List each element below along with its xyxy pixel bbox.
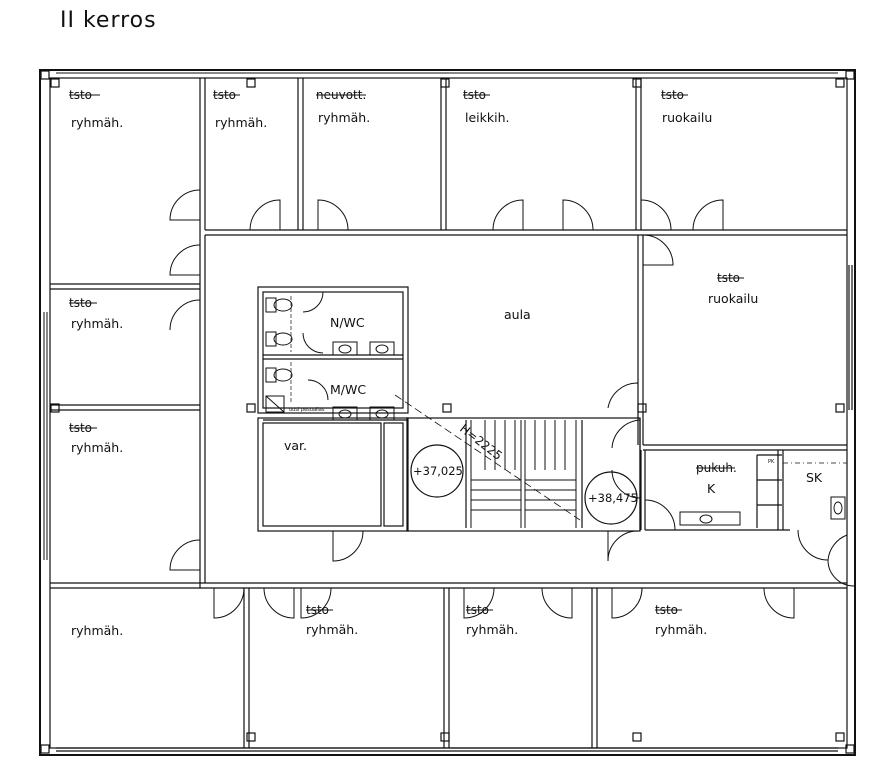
room-r3-old-name: neuvott. (316, 88, 366, 102)
interior-walls (50, 78, 847, 748)
aula-label: aula (504, 307, 531, 322)
columns (40, 70, 855, 754)
room-r8-label: ryhmäh. (71, 440, 123, 455)
elevation-label-1: +37,025 (413, 464, 463, 478)
elevation-marker-1 (410, 444, 464, 498)
m-wc-label: M/WC (330, 382, 366, 397)
siivous-note: uusi pesuallas (289, 407, 325, 413)
strikethroughs (69, 94, 744, 611)
room-r1-old-name: tsto (69, 88, 92, 102)
room-r12-label: ryhmäh. (655, 622, 707, 637)
room-r7-label: ruokailu (708, 291, 758, 306)
room-r6-old-name: tsto (69, 296, 92, 310)
room-r4-old-name: tsto (463, 88, 486, 102)
room-r6-label: ryhmäh. (71, 316, 123, 331)
sk-label: SK (806, 470, 823, 485)
pk-label: PK (768, 459, 775, 465)
plan-title: II kerros (60, 8, 157, 33)
room-r5-label: ruokailu (662, 110, 712, 125)
n-wc-label: N/WC (330, 315, 365, 330)
var-label: var. (284, 438, 307, 453)
room-r2-label: ryhmäh. (215, 115, 267, 130)
room-r4-label: leikkih. (465, 110, 509, 125)
elevation-marker-2 (584, 471, 638, 525)
stairs (394, 394, 581, 528)
room-r13-old-name: pukuh. (696, 461, 737, 475)
room-r10-old-name: tsto (306, 603, 329, 617)
room-r7-old-name: tsto (717, 271, 740, 285)
room-r11-label: ryhmäh. (466, 622, 518, 637)
room-r1-label: ryhmäh. (71, 115, 123, 130)
room-r13-label: K (707, 481, 716, 496)
room-r10-label: ryhmäh. (306, 622, 358, 637)
stair-dimension: H=2225 (457, 421, 505, 463)
room-r5-old-name: tsto (661, 88, 684, 102)
doors (169, 189, 855, 619)
wc-fixtures (265, 296, 846, 526)
room-r9-label: ryhmäh. (71, 623, 123, 638)
room-r11-old-name: tsto (466, 603, 489, 617)
elevation-label-2: +38,475 (588, 491, 638, 505)
room-r2-old-name: tsto (213, 88, 236, 102)
room-r3-label: ryhmäh. (318, 110, 370, 125)
room-r8-old-name: tsto (69, 421, 92, 435)
room-r12-old-name: tsto (655, 603, 678, 617)
